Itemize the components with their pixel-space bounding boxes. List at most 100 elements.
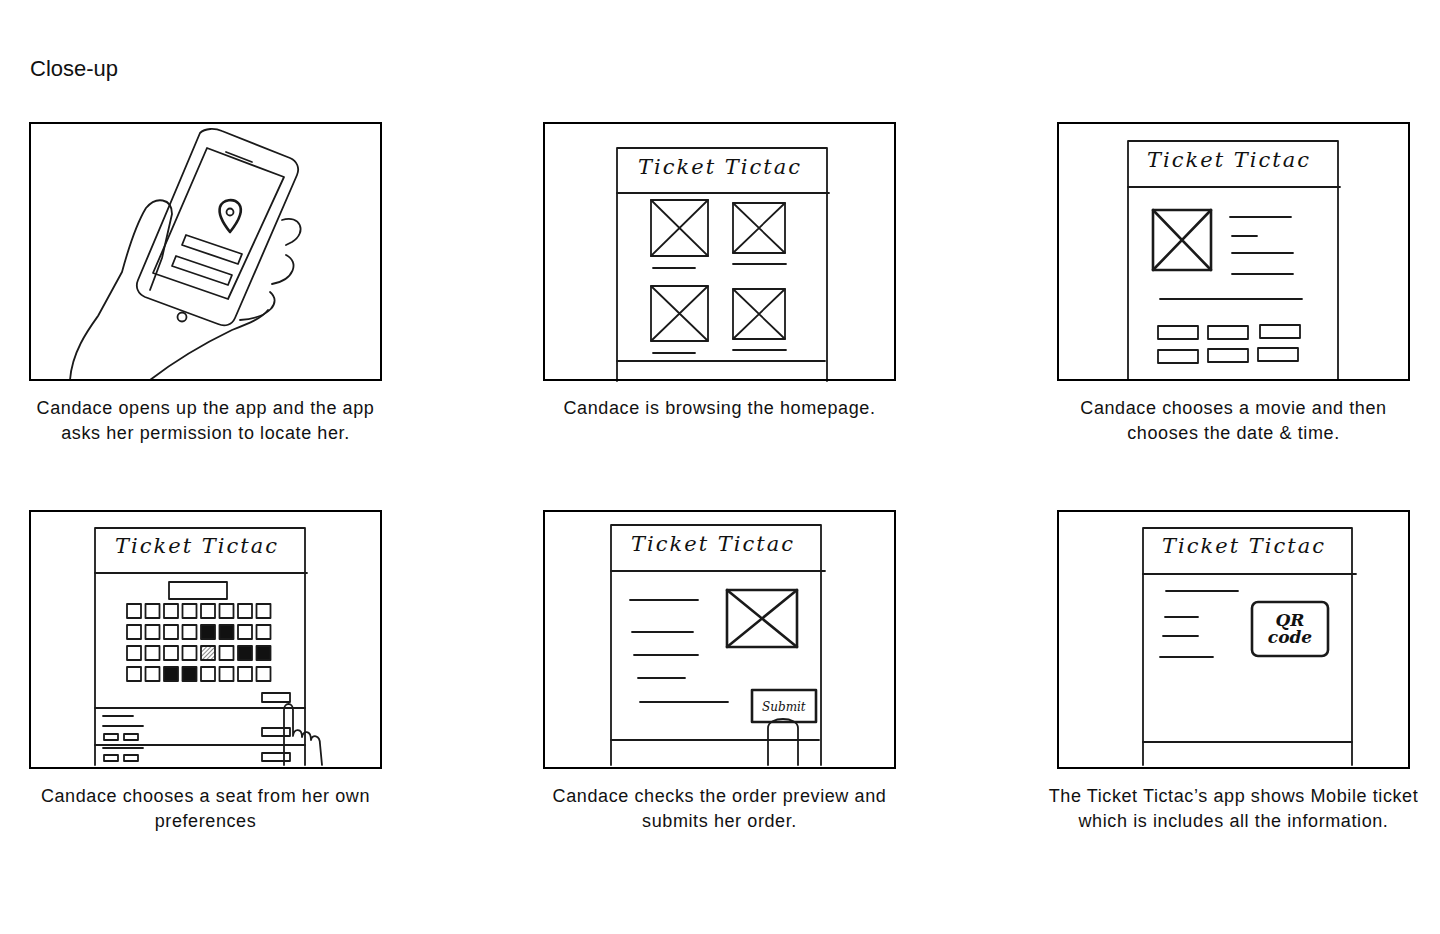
order-preview-wireframe-stroke [611, 525, 821, 765]
order-preview-wireframe-stroke [768, 719, 798, 765]
seat-map-wireframe-stroke [127, 604, 141, 618]
seat-map-wireframe-stroke [146, 604, 160, 618]
seat-map-wireframe-stroke [104, 734, 118, 740]
movie-detail-wireframe-stroke [1260, 325, 1300, 338]
movie-detail-wireframe-stroke [1158, 326, 1198, 339]
mobile-ticket-wireframe-stroke [1252, 602, 1328, 656]
homepage-wireframe-stroke [617, 192, 829, 194]
movie-detail-wireframe-stroke [1230, 216, 1291, 218]
homepage-wireframe-stroke [653, 352, 695, 354]
hand-phone-sketch-stroke [219, 200, 240, 232]
mobile-ticket-wireframe-stroke [1143, 528, 1352, 765]
homepage-wireframe-stroke [733, 203, 785, 253]
seat-map-wireframe-stroke [95, 528, 305, 765]
homepage-wireframe-stroke [733, 289, 785, 339]
movie-detail-wireframe-stroke [1208, 326, 1248, 339]
seat-map-wireframe-stroke [257, 667, 271, 681]
seat-map-wireframe [95, 528, 322, 765]
hand-phone-sketch-stroke [70, 200, 172, 380]
hand-phone-sketch-stroke [272, 255, 294, 284]
homepage-wireframe-stroke [651, 286, 708, 341]
seat-map-wireframe-stroke [103, 725, 143, 727]
seat-map-wireframe-stroke [201, 604, 215, 618]
seat-map-wireframe-stroke [220, 625, 234, 639]
order-preview-wireframe-stroke [630, 599, 698, 601]
seat-map-wireframe-stroke [183, 625, 197, 639]
app-logo-text: Ticket Tictac [115, 534, 279, 558]
homepage-wireframe-stroke [651, 200, 708, 256]
homepage-wireframe-stroke [733, 349, 786, 351]
hand-phone-sketch-stroke [137, 129, 298, 325]
app-logo-text: Ticket Tictac [1162, 534, 1326, 558]
mobile-ticket-wireframe-stroke [1143, 741, 1352, 743]
movie-detail-wireframe-stroke [1208, 349, 1248, 362]
seat-map-wireframe-stroke [124, 755, 138, 761]
submit-button-text: Submit [762, 700, 806, 714]
panel-caption: Candace opens up the app and the app ask… [15, 396, 396, 446]
app-logo-text: Ticket Tictac [638, 155, 802, 179]
seat-map-wireframe-stroke [220, 646, 234, 660]
order-preview-wireframe-stroke [640, 701, 728, 703]
storyboard-title: Close-up [30, 56, 118, 82]
hand-phone-sketch-stroke [178, 313, 187, 322]
storyboard-panel: Candace chooses a seat from her own pref… [29, 510, 382, 834]
movie-detail-wireframe-stroke [1128, 186, 1340, 188]
seat-map-wireframe-stroke [146, 625, 160, 639]
panel-caption: Candace chooses a movie and then chooses… [1043, 396, 1424, 446]
order-preview-wireframe-stroke [752, 690, 816, 722]
mobile-ticket-wireframe-stroke [1143, 573, 1356, 575]
seat-map-wireframe-stroke [262, 693, 290, 702]
movie-detail-wireframe-stroke [1158, 350, 1198, 363]
seat-map-wireframe-stroke [201, 646, 215, 660]
seat-map-wireframe-stroke [169, 582, 227, 599]
homepage-wireframe-stroke [733, 263, 786, 265]
seat-map-wireframe-stroke [201, 625, 215, 639]
seat-map-wireframe-stroke [164, 667, 178, 681]
order-preview-wireframe-stroke [727, 590, 797, 647]
movie-detail-wireframe-stroke [1128, 141, 1338, 380]
storyboard-panel: Candace opens up the app and the app ask… [29, 122, 382, 446]
movie-detail-wireframe-stroke [1232, 273, 1293, 275]
hand-phone-sketch-stroke [282, 219, 301, 245]
seat-map-wireframe-stroke [257, 646, 271, 660]
app-logo-text: Ticket Tictac [631, 532, 795, 556]
homepage-wireframe-stroke [651, 200, 708, 256]
movie-detail-wireframe-stroke [1258, 348, 1298, 361]
panel-caption: Candace is browsing the homepage. [529, 396, 910, 421]
seat-map-wireframe-stroke [238, 625, 252, 639]
seat-map-wireframe-stroke [127, 625, 141, 639]
panel-caption: Candace checks the order preview and sub… [529, 784, 910, 834]
seat-map-wireframe-stroke [95, 572, 307, 574]
hand-phone-sketch-stroke [227, 209, 234, 216]
homepage-wireframe-stroke [733, 289, 785, 339]
hand-phone-sketch [70, 129, 301, 380]
hand-phone-sketch-stroke [153, 148, 284, 299]
seat-map-wireframe-stroke [124, 734, 138, 740]
seat-map-wireframe-stroke [95, 707, 305, 709]
seat-map-wireframe-stroke [201, 667, 215, 681]
seat-map-wireframe-stroke [183, 667, 197, 681]
homepage-wireframe-stroke [617, 360, 825, 362]
hand-phone-sketch-stroke [182, 235, 242, 264]
seat-map-wireframe-stroke [127, 667, 141, 681]
seat-map-wireframe-stroke [238, 646, 252, 660]
movie-detail-wireframe-stroke [1160, 298, 1302, 300]
seat-map-wireframe-stroke [220, 604, 234, 618]
movie-detail-wireframe [1128, 141, 1340, 380]
seat-map-wireframe-stroke [95, 744, 305, 746]
panel-frame [29, 122, 382, 381]
movie-detail-wireframe-stroke [1232, 252, 1293, 254]
homepage-wireframe-stroke [651, 286, 708, 341]
app-logo-text: Ticket Tictac [1147, 148, 1311, 172]
order-preview-wireframe-stroke [611, 739, 819, 741]
seat-map-wireframe-stroke [262, 728, 290, 736]
seat-map-wireframe-stroke [103, 715, 133, 717]
homepage-wireframe-stroke [733, 203, 785, 253]
mobile-ticket-wireframe-stroke [1163, 635, 1198, 637]
movie-detail-wireframe-stroke [1232, 235, 1257, 237]
seat-map-wireframe-stroke [103, 747, 143, 749]
storyboard-panel: Candace checks the order preview and sub… [543, 510, 896, 834]
hand-phone-sketch-stroke [226, 152, 252, 162]
order-preview-wireframe [611, 525, 825, 765]
seat-map-wireframe-stroke [262, 753, 290, 761]
